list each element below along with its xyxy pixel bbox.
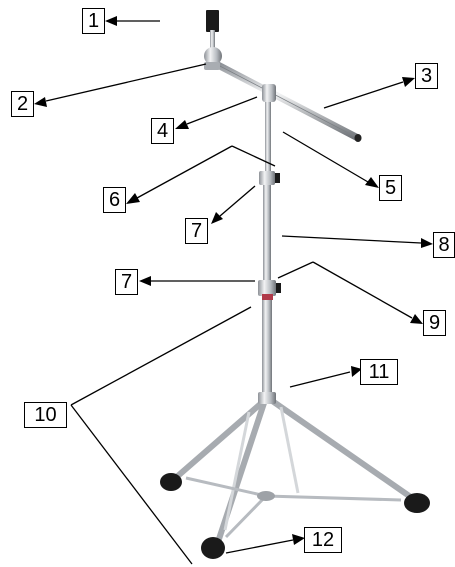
stand-tubes (258, 96, 276, 404)
boom-arm (212, 60, 362, 142)
leader-4 (186, 96, 258, 125)
label-11: 11 (360, 359, 398, 385)
leader-12 (225, 539, 294, 554)
label-7-upper: 7 (185, 218, 208, 244)
height-clamps (258, 171, 281, 300)
leader-10a (70, 306, 252, 406)
leader-2 (45, 63, 207, 102)
leader-5 (282, 131, 369, 183)
label-6: 6 (103, 187, 126, 213)
rubber-feet (160, 473, 430, 559)
leader-3 (323, 81, 404, 109)
leader-9b (312, 261, 413, 319)
label-5: 5 (379, 175, 402, 201)
label-12: 12 (304, 527, 342, 553)
arrowheads (34, 16, 433, 545)
leader-lines (45, 20, 422, 565)
label-4: 4 (151, 118, 174, 144)
label-2: 2 (11, 91, 34, 117)
label-10: 10 (24, 402, 67, 428)
label-7-lower: 7 (115, 269, 138, 295)
label-9: 9 (423, 310, 446, 336)
leader-10b (70, 404, 193, 565)
leader-7a (219, 185, 256, 217)
cymbal-tilter (204, 10, 222, 70)
label-8: 8 (433, 232, 455, 258)
leader-6a (231, 145, 276, 167)
leader-11 (289, 371, 351, 388)
leader-6b (136, 145, 233, 199)
leader-9a (277, 261, 314, 279)
tripod-legs (169, 395, 418, 548)
label-1: 1 (82, 8, 105, 34)
leader-8 (281, 235, 422, 244)
label-3: 3 (415, 63, 438, 89)
